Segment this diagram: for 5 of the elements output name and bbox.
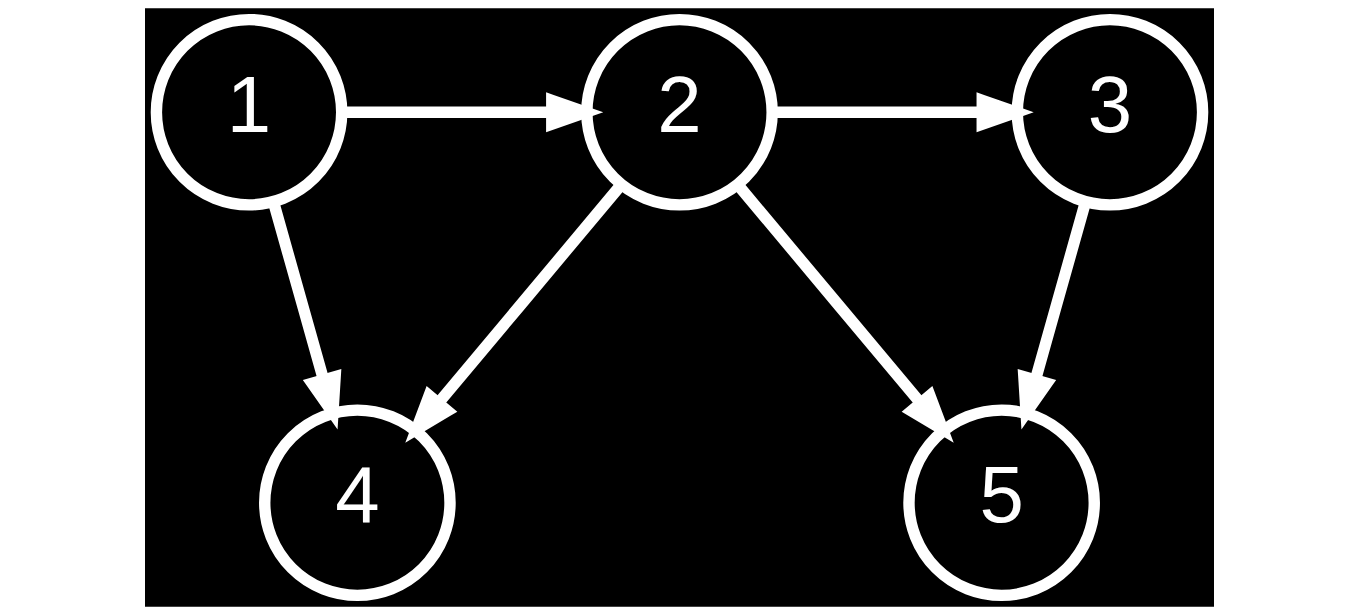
node-circle: 5 [902,404,1100,602]
node-circle: 4 [258,404,456,602]
node-circle: 2 [580,13,778,211]
node-circle: 1 [150,13,347,211]
node-circle: 3 [1011,13,1208,211]
